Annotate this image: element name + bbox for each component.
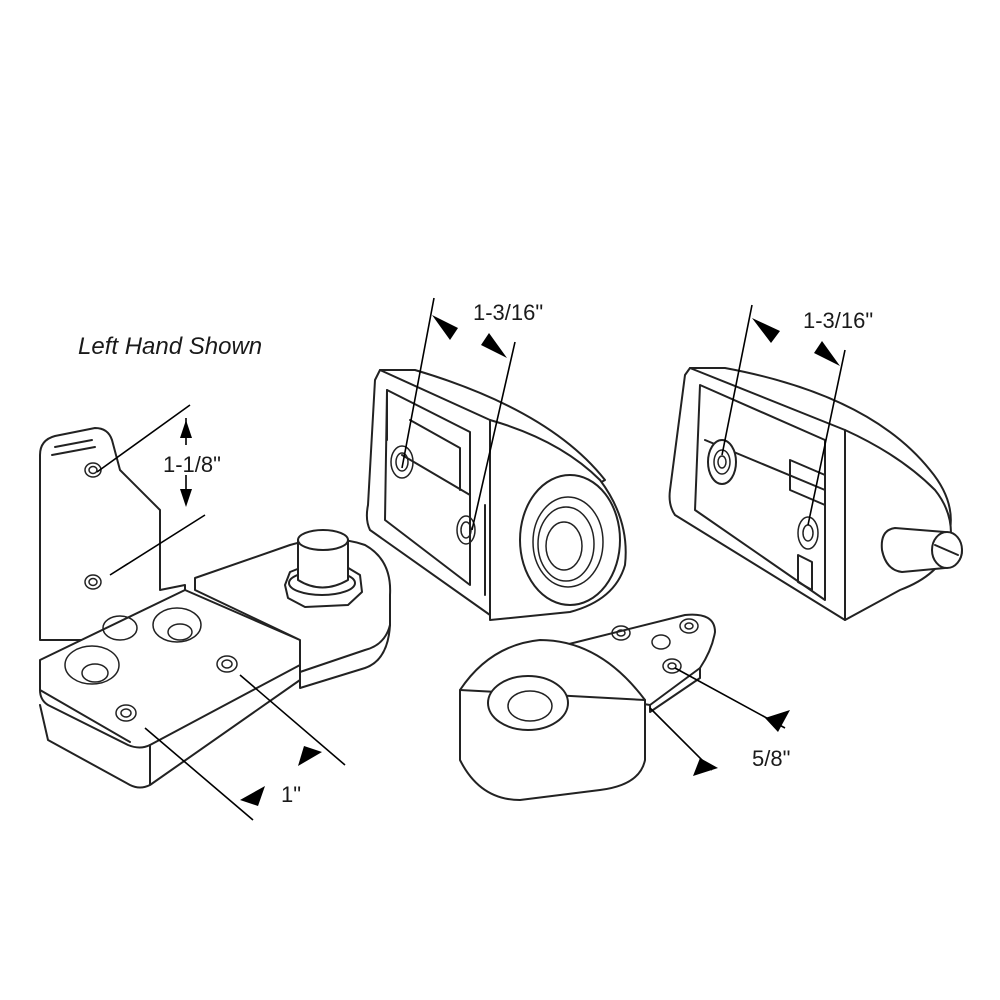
right-block-side xyxy=(844,429,952,621)
screw-hole xyxy=(797,516,819,550)
screw-hole xyxy=(679,618,699,634)
screw-hole xyxy=(662,658,682,674)
dimension-left-bracket-width xyxy=(144,674,346,821)
countersunk-hole xyxy=(152,607,202,643)
bracket-top-slot xyxy=(51,439,96,456)
countersunk-hole xyxy=(64,645,120,685)
dimension-right-spacing xyxy=(721,304,846,526)
left-l-bracket xyxy=(39,427,392,789)
small-pivot-plate xyxy=(459,613,716,801)
dimension-left-bracket-height xyxy=(96,404,206,576)
label-small-plate-spacing: 5/8" xyxy=(752,746,790,771)
bracket-vertical-flange xyxy=(39,427,186,641)
label-left-bracket-height: 1-1/8" xyxy=(163,452,221,477)
caption-left-hand-shown: Left Hand Shown xyxy=(78,333,262,360)
screw-hole xyxy=(651,634,671,650)
middle-pivot-block xyxy=(365,369,627,621)
screw-hole xyxy=(84,574,102,590)
label-middle-spacing: 1-3/16" xyxy=(473,300,543,325)
countersunk-hole xyxy=(102,615,138,641)
right-pivot-block xyxy=(668,367,963,621)
right-cylinder xyxy=(707,439,737,485)
screw-hole xyxy=(115,704,137,722)
small-block-countersink xyxy=(487,675,569,731)
screw-hole xyxy=(611,625,631,641)
middle-barrel-bore xyxy=(545,521,583,571)
middle-block-front-frame xyxy=(365,369,491,616)
screw-hole xyxy=(456,515,476,545)
screw-hole xyxy=(216,655,238,673)
middle-barrel-face xyxy=(519,474,621,606)
pivot-pin xyxy=(297,539,349,589)
label-left-bracket-width: 1" xyxy=(281,782,301,807)
screw-hole xyxy=(390,445,414,479)
dimension-middle-spacing xyxy=(401,297,516,531)
dimension-small-plate-spacing xyxy=(649,667,790,776)
label-right-spacing: 1-3/16" xyxy=(803,308,873,333)
